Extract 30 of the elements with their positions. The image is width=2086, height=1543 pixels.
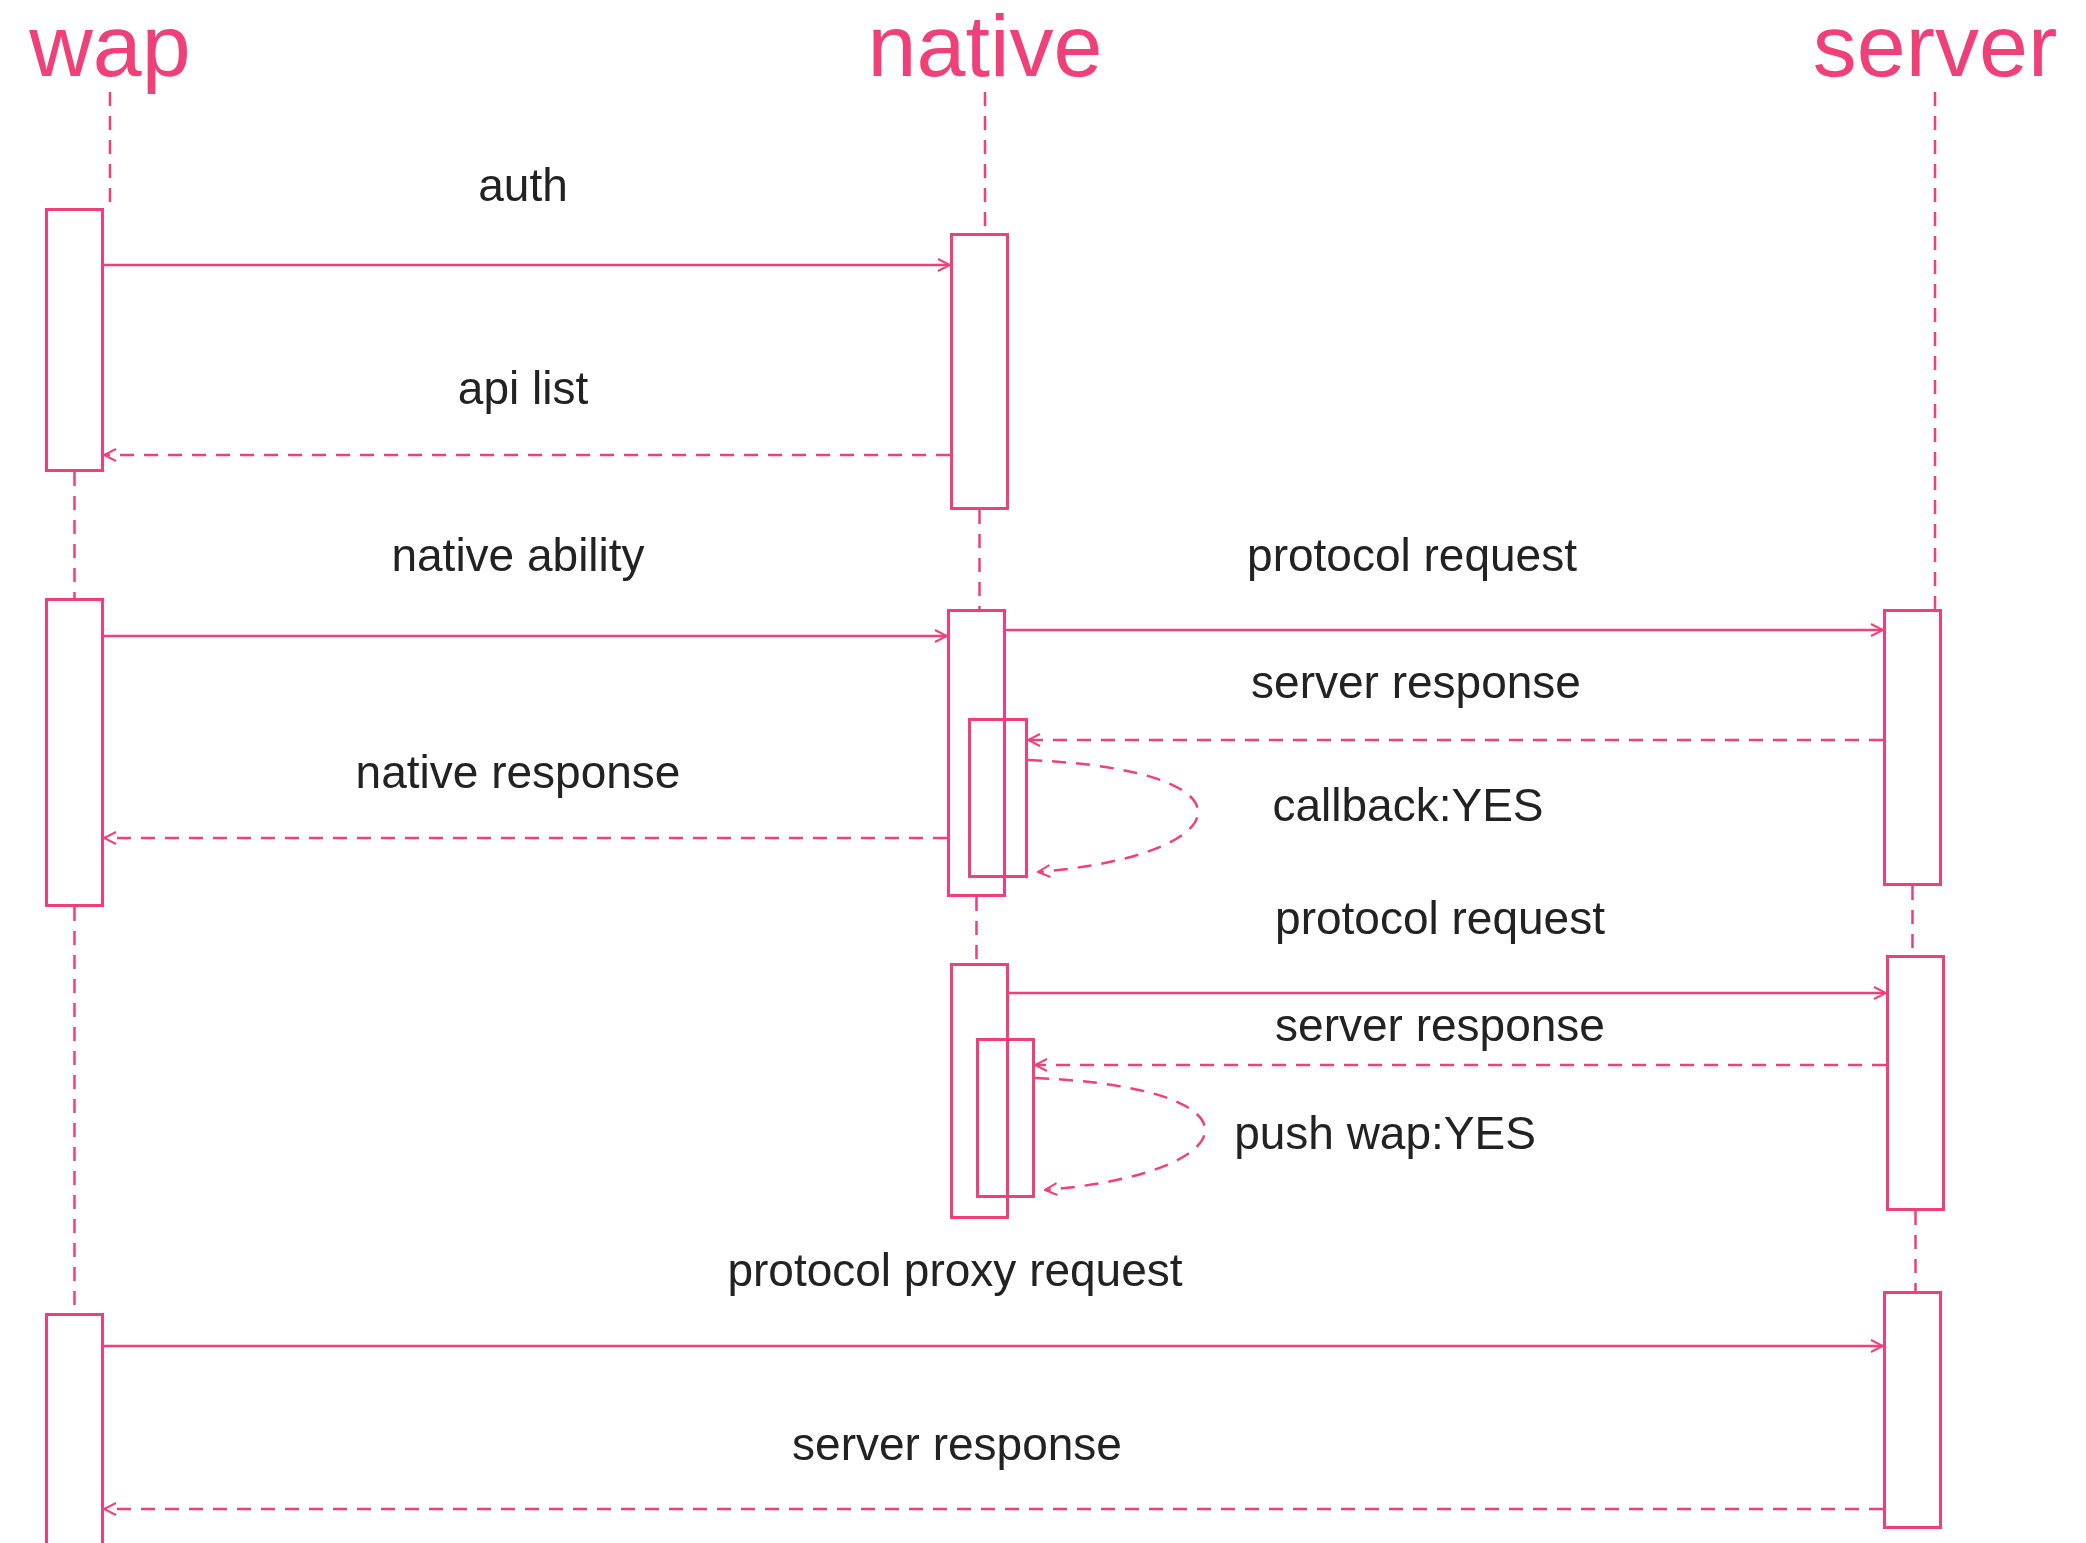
message-arrow	[1027, 758, 1200, 878]
activation-bar	[976, 1038, 1035, 1198]
lifeline-title: server	[1795, 0, 2075, 92]
activation-bar	[950, 233, 1009, 510]
activation-bar	[45, 598, 104, 907]
activation-bar	[1886, 955, 1945, 1211]
message-arrow	[1009, 986, 1887, 1000]
message-arrow	[103, 831, 947, 845]
lifeline-title: wap	[10, 0, 210, 92]
lifeline	[1914, 1211, 1917, 1291]
activation-bar	[968, 718, 1028, 878]
activation-bar	[950, 963, 1009, 1219]
message-arrow	[104, 258, 951, 272]
activation-bar	[45, 1313, 104, 1543]
activation-bar	[947, 609, 1006, 897]
lifeline	[73, 472, 76, 598]
message-arrow	[1027, 733, 1883, 747]
activation-bar	[1883, 1291, 1942, 1529]
message-arrow	[103, 448, 950, 462]
message-arrow	[104, 629, 948, 643]
message-arrow	[104, 1339, 1884, 1353]
message-arrow	[1006, 623, 1884, 637]
message-arrow	[1034, 1058, 1886, 1072]
message-arrow	[103, 1502, 1883, 1516]
lifeline	[1933, 92, 1937, 609]
activation-bar	[45, 208, 104, 472]
lifeline-title: native	[860, 0, 1110, 92]
lifeline	[978, 510, 981, 609]
message-arrow	[1034, 1076, 1207, 1196]
activation-bar	[1883, 609, 1942, 886]
